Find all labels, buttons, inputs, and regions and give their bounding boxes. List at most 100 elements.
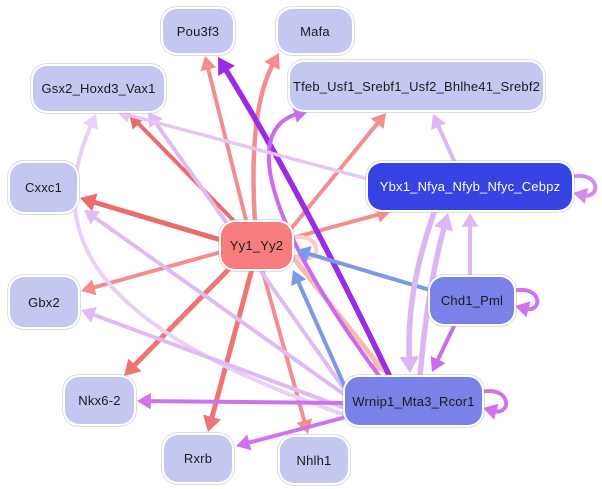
edge-arrowhead bbox=[80, 193, 98, 212]
edge-line bbox=[89, 199, 224, 243]
edge-arrowhead bbox=[236, 434, 252, 451]
node-rxrb[interactable]: Rxrb bbox=[164, 435, 232, 482]
node-label: Cxxc1 bbox=[24, 180, 63, 195]
edge-line bbox=[290, 211, 383, 240]
node-label: Mafa bbox=[300, 23, 330, 39]
edge-arrowhead bbox=[399, 356, 419, 373]
edge-arrowhead bbox=[461, 213, 479, 227]
edge-arrowhead bbox=[117, 107, 132, 123]
node-label: Gbx2 bbox=[28, 294, 60, 310]
node-label: Rxrb bbox=[183, 451, 213, 466]
edge-arrowhead bbox=[434, 213, 454, 232]
edge-arrowhead bbox=[137, 392, 151, 410]
edge-line bbox=[125, 112, 370, 181]
node-label: Chd1_Pml bbox=[440, 293, 504, 308]
node-gbx2[interactable]: Gbx2 bbox=[10, 277, 78, 327]
edge-arrowhead bbox=[84, 210, 101, 225]
edge-wrnip1-rxrb[interactable] bbox=[236, 414, 352, 451]
node-ybx1[interactable]: Ybx1_Nfya_Nfyb_Nfyc_Cebpz bbox=[368, 163, 572, 210]
edge-line bbox=[134, 119, 237, 224]
node-pou3f3[interactable]: Pou3f3 bbox=[163, 9, 233, 53]
edge-line bbox=[260, 267, 308, 426]
edge-line bbox=[288, 234, 319, 260]
edge-wrnip1-cxxc1[interactable] bbox=[84, 210, 347, 397]
node-label: Nhlh1 bbox=[296, 452, 332, 468]
edge-line bbox=[406, 207, 438, 363]
edge-line bbox=[568, 173, 598, 198]
node-label: Gsx2_Hoxd3_Vax1 bbox=[41, 81, 156, 96]
edge-yy1-rxrb[interactable] bbox=[203, 266, 255, 432]
edge-loop-chd1[interactable] bbox=[510, 287, 540, 318]
edge-line bbox=[434, 322, 457, 365]
edge-arrowhead bbox=[81, 307, 97, 323]
edge-line bbox=[266, 111, 382, 379]
edge-ybx1-gsx2[interactable] bbox=[117, 107, 370, 181]
edge-yy1-pou3f3[interactable] bbox=[200, 56, 249, 226]
edge-line bbox=[89, 311, 347, 410]
edge-line bbox=[244, 414, 352, 446]
edge-arrowhead bbox=[515, 301, 531, 318]
node-chd1[interactable]: Chd1_Pml bbox=[430, 277, 514, 324]
edge-line bbox=[222, 65, 393, 380]
edge-arrowhead bbox=[431, 114, 447, 130]
node-label: Ybx1_Nfya_Nfyb_Nfyc_Cebpz bbox=[379, 179, 561, 194]
edge-ybx1-tfeb[interactable] bbox=[431, 114, 457, 165]
edge-arrowhead bbox=[370, 113, 386, 129]
edge-line bbox=[510, 287, 540, 311]
edge-loop-ybx1[interactable] bbox=[568, 173, 598, 204]
edge-arrowhead bbox=[296, 246, 312, 262]
edge-line bbox=[72, 122, 347, 417]
edge-arrowhead bbox=[430, 356, 446, 372]
edge-chd1-wrnip1[interactable] bbox=[430, 322, 457, 372]
edge-arrowhead bbox=[203, 414, 221, 432]
edge-arrowhead bbox=[375, 206, 391, 223]
node-label: Nkx6-2 bbox=[78, 393, 121, 408]
edge-chd1-ybx1[interactable] bbox=[461, 213, 479, 279]
node-nhlh1[interactable]: Nhlh1 bbox=[280, 437, 348, 483]
edge-yy1-ybx1[interactable] bbox=[290, 206, 391, 240]
edge-line bbox=[304, 251, 432, 292]
edge-line bbox=[208, 266, 255, 423]
edge-arrowhead bbox=[573, 187, 589, 204]
edge-line bbox=[295, 278, 347, 389]
edge-wrnip1-ybx1[interactable] bbox=[417, 213, 454, 380]
node-nkx62[interactable]: Nkx6-2 bbox=[65, 377, 134, 424]
node-mafa[interactable]: Mafa bbox=[278, 9, 352, 53]
edge-arrowhead bbox=[218, 57, 235, 77]
edge-yy1-gbx2[interactable] bbox=[81, 250, 223, 296]
node-gsx2[interactable]: Gsx2_Hoxd3_Vax1 bbox=[33, 66, 164, 111]
edge-wrnip1-yy1[interactable] bbox=[291, 270, 347, 389]
edge-wrnip1-gsx2[interactable] bbox=[72, 114, 347, 417]
edge-line bbox=[288, 119, 381, 232]
edge-arrowhead bbox=[81, 279, 97, 296]
node-tfeb[interactable]: Tfeb_Usf1_Srebf1_Usf2_Bhlhe41_Srebf2 bbox=[290, 62, 543, 110]
node-yy1[interactable]: Yy1_Yy2 bbox=[221, 222, 292, 269]
edge-line bbox=[146, 399, 347, 405]
edge-chd1-yy1[interactable] bbox=[296, 246, 432, 292]
edge-yy1-mafa[interactable] bbox=[251, 53, 280, 225]
edge-wrnip1-tfeb[interactable] bbox=[266, 106, 382, 379]
edge-wrnip1-gbx2[interactable] bbox=[81, 307, 347, 410]
edge-yy1-cxxc1[interactable] bbox=[80, 193, 224, 243]
edge-line bbox=[251, 61, 276, 225]
edge-arrowhead bbox=[264, 53, 280, 71]
node-wrnip1[interactable]: Wrnip1_Mta3_Rcor1 bbox=[345, 377, 482, 425]
edge-line bbox=[478, 388, 508, 414]
edge-line bbox=[91, 214, 347, 397]
edge-line bbox=[89, 250, 223, 291]
edge-line bbox=[417, 222, 448, 380]
node-label: Pou3f3 bbox=[176, 23, 220, 39]
node-label: Yy1_Yy2 bbox=[229, 238, 284, 253]
node-label: Tfeb_Usf1_Srebf1_Usf2_Bhlhe41_Srebf2 bbox=[292, 78, 541, 94]
edge-ybx1-wrnip1[interactable] bbox=[399, 207, 438, 373]
edge-loop-wrnip1[interactable] bbox=[478, 388, 508, 420]
edge-arrowhead bbox=[124, 358, 142, 376]
edge-wrnip1-nkx62[interactable] bbox=[137, 392, 347, 410]
node-label: Wrnip1_Mta3_Rcor1 bbox=[352, 393, 475, 409]
edge-line bbox=[435, 122, 457, 165]
node-cxxc1[interactable]: Cxxc1 bbox=[10, 163, 77, 212]
edge-wrnip1-pou3f3[interactable] bbox=[218, 57, 393, 380]
edge-yy1-nkx62[interactable] bbox=[124, 265, 233, 376]
